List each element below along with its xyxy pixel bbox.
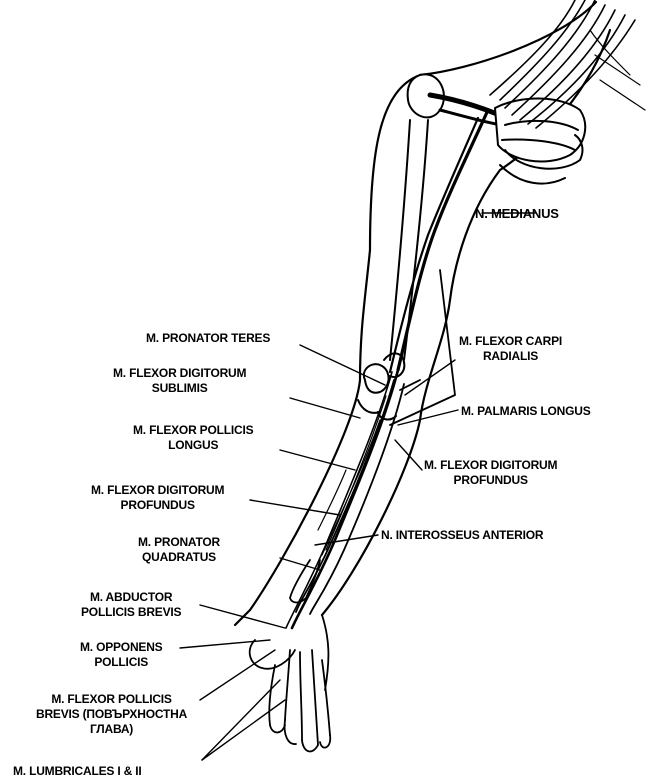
median-nerve xyxy=(286,110,488,628)
label-palmaris-longus: M. PALMARIS LONGUS xyxy=(461,404,591,419)
label-n-medianus: N. MEDIANUS xyxy=(475,206,559,221)
label-lumbricales: M. LUMBRICALES I & II xyxy=(13,764,141,779)
shoulder-bones xyxy=(408,74,586,183)
label-pronator-teres: M. PRONATOR TERES xyxy=(146,331,270,346)
hand xyxy=(250,615,331,751)
label-n-interosseus-anterior: N. INTEROSSEUS ANTERIOR xyxy=(381,528,543,543)
